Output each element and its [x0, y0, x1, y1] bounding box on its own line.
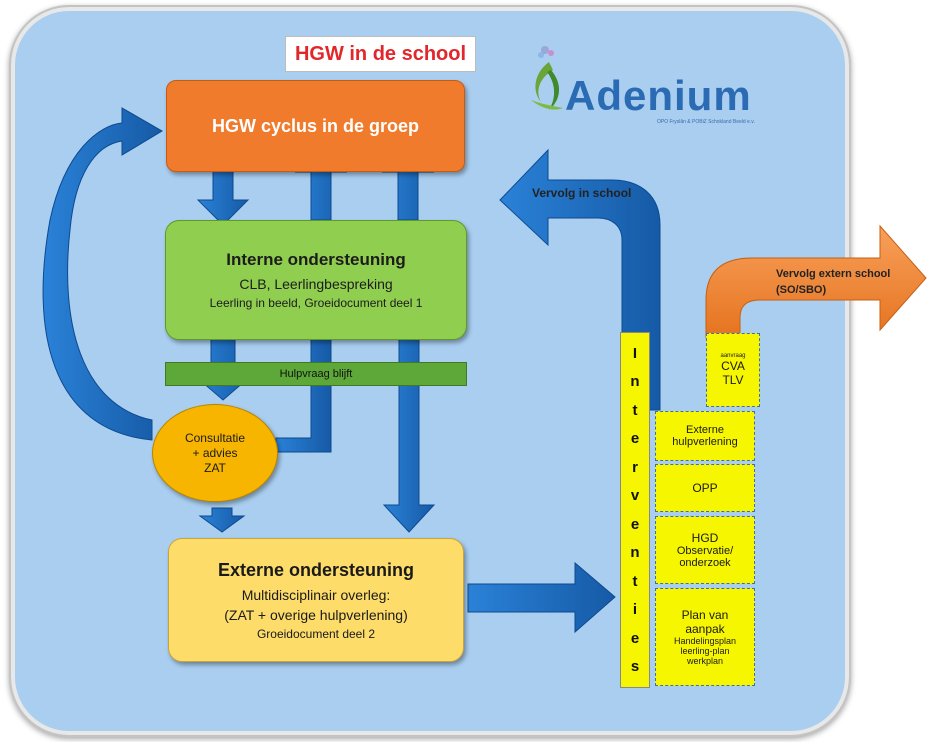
down-arrow-consult-to-external [198, 507, 246, 533]
interventies-letter: v [630, 487, 640, 505]
hgd-line1: HGD [691, 531, 719, 545]
loop-arrow [42, 107, 163, 441]
hgd-box: HGD Observatie/ onderzoek [655, 516, 755, 584]
interventies-letter: e [630, 515, 640, 533]
external-support-box: Externe ondersteuning Multidisciplinair … [168, 538, 464, 662]
interventies-letter: t [632, 572, 638, 590]
plan-van-aanpak-box: Plan van aanpak Handelingsplan leerling-… [655, 588, 755, 686]
consult-line1: Consultatie [184, 430, 246, 445]
external-support-line3: Groeidocument deel 2 [256, 626, 376, 641]
consult-line2: + advies [192, 445, 238, 460]
external-support-line2: (ZAT + overige hulpverlening) [224, 606, 408, 623]
internal-support-line2: Leerling in beeld, Groeidocument deel 1 [209, 296, 423, 310]
hgd-line3: onderzoek [679, 557, 731, 569]
plan-line5: werkplan [686, 656, 724, 666]
hulpvraag-blijft-bar: Hulpvraag blijft [165, 362, 467, 386]
interventies-letter: I [632, 344, 638, 362]
vervolg-in-school-label: Vervolg in school [532, 186, 632, 200]
cva-small-label: aanvraag [720, 353, 746, 359]
adenium-logo-subtitle: OPO Fryslân & POBiZ Schokland Beeld e.v. [657, 119, 755, 125]
right-arrow-external-to-interventies [467, 561, 616, 634]
plan-line1: Plan van [681, 608, 729, 622]
interventies-letter: n [630, 544, 640, 562]
opp-box: OPP [655, 464, 755, 512]
hgd-line2: Observatie/ [676, 545, 734, 557]
vervolg-extern-school-arrow [705, 224, 927, 339]
diagram-title: HGW in de school [285, 36, 476, 72]
hgw-cycle-label: HGW cyclus in de groep [211, 115, 420, 136]
consult-line3: ZAT [204, 460, 226, 475]
external-support-line1: Multidisciplinair overleg: [241, 586, 391, 603]
adenium-flower-icon [531, 46, 563, 110]
opp-label: OPP [692, 481, 718, 495]
consultation-circle: Consultatie + advies ZAT [152, 404, 278, 502]
externe-line1: Externe [686, 424, 724, 436]
interventies-letter: r [632, 458, 638, 476]
interventies-letter: i [632, 601, 638, 619]
plan-line3: Handelingsplan [673, 636, 737, 646]
cva-tlv-box: aanvraag CVA TLV [706, 333, 760, 407]
interventies-letter: e [630, 629, 640, 647]
internal-support-box: Interne ondersteuning CLB, Leerlingbespr… [165, 220, 467, 340]
down-arrow-cycle-to-internal [196, 169, 250, 226]
vervolg-in-school-arrow [499, 148, 661, 411]
adenium-logo-text: Adenium [565, 72, 752, 119]
consult-return-arrow [275, 337, 332, 453]
externe-line2: hulpverlening [672, 436, 738, 448]
externe-hulpverlening-box: Externe hulpverlening [655, 411, 755, 461]
plan-line4: leerling-plan [680, 646, 730, 656]
plan-line2: aanpak [685, 622, 725, 636]
interventies-letter: t [632, 401, 638, 419]
hgw-cycle-box: HGW cyclus in de groep [166, 80, 465, 172]
cva-label: CVA [721, 359, 745, 373]
vervolg-extern-label-2: (SO/SBO) [776, 284, 827, 296]
internal-support-title: Interne ondersteuning [226, 250, 406, 269]
vervolg-extern-label-1: Vervolg extern school [776, 268, 891, 280]
interventies-letter: e [630, 430, 640, 448]
interventies-letter: n [630, 373, 640, 391]
external-support-title: Externe ondersteuning [217, 559, 415, 580]
interventies-column: I n t e r v e n t i e s [620, 332, 650, 688]
interventies-letter: s [630, 658, 640, 676]
internal-support-line1: CLB, Leerlingbespreking [239, 276, 393, 292]
tlv-label: TLV [722, 373, 744, 387]
